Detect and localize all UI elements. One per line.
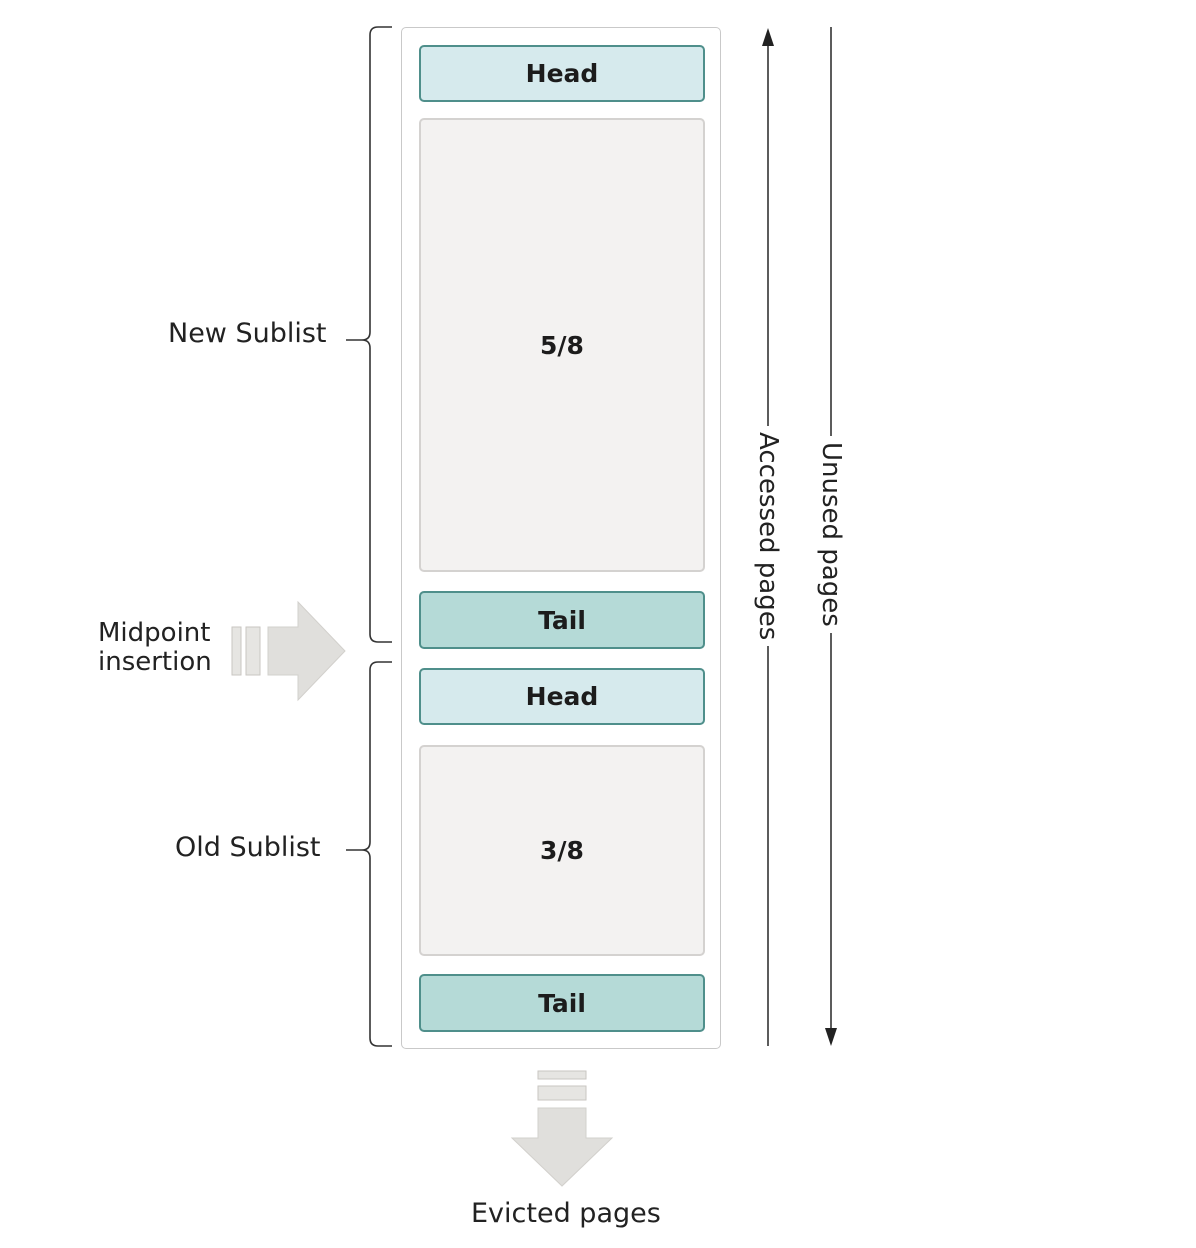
old-sublist-tail-label: Tail	[538, 988, 586, 1018]
old-sublist-body: 3/8	[419, 745, 705, 956]
midpoint-insertion-label: Midpoint insertion	[98, 619, 212, 677]
midpoint-label-line1: Midpoint	[98, 618, 211, 648]
old-sublist-label: Old Sublist	[175, 832, 321, 863]
old-sublist-tail: Tail	[419, 974, 705, 1032]
new-sublist-brace	[346, 26, 392, 643]
new-sublist-tail: Tail	[419, 591, 705, 649]
old-sublist-brace	[346, 661, 392, 1047]
unused-pages-label: Unused pages	[816, 436, 846, 633]
accessed-pages-label: Accessed pages	[753, 426, 783, 647]
new-sublist-body: 5/8	[419, 118, 705, 572]
old-sublist-fraction: 3/8	[540, 836, 584, 865]
new-sublist-tail-label: Tail	[538, 605, 586, 635]
old-sublist-head: Head	[419, 668, 705, 725]
midpoint-label-line2: insertion	[98, 647, 212, 677]
evicted-pages-arrow-icon	[510, 1070, 614, 1187]
midpoint-insertion-arrow-icon	[231, 600, 346, 702]
old-sublist-head-label: Head	[525, 682, 599, 711]
new-sublist-head-label: Head	[525, 59, 599, 88]
evicted-pages-label: Evicted pages	[471, 1198, 661, 1229]
new-sublist-fraction: 5/8	[540, 330, 584, 360]
new-sublist-head: Head	[419, 45, 705, 102]
new-sublist-label: New Sublist	[168, 318, 327, 349]
